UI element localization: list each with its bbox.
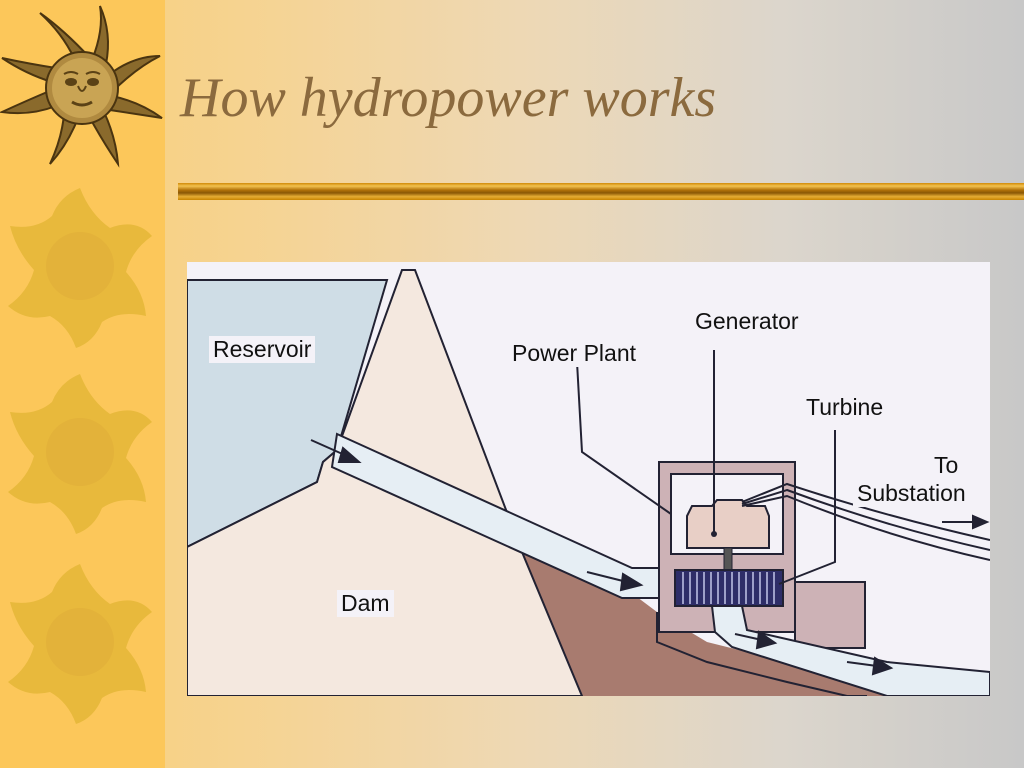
label-generator: Generator [691,308,803,335]
sun-icon [0,178,165,348]
leader-power-plant [576,361,672,515]
title-divider [178,183,1024,200]
outflow-channel [710,605,990,696]
leader-turbine [778,430,836,585]
sun-face-icon [0,0,165,170]
label-power-plant: Power Plant [508,340,641,367]
sun-icon [0,370,165,540]
slide-title: How hydropower works [180,67,717,129]
label-dam: Dam [337,590,394,617]
diagram-illustration [187,269,990,696]
label-turbine: Turbine [802,394,888,421]
label-to: To [930,452,963,479]
label-substation: Substation [853,480,970,507]
hydropower-diagram: Reservoir Dam Power Plant Generator Turb… [187,262,990,696]
generator [686,499,770,549]
label-reservoir: Reservoir [209,336,316,363]
left-decorative-strip [0,0,165,768]
flow-arrows [310,439,990,676]
sun-icon [0,560,165,730]
turbine [674,569,784,607]
